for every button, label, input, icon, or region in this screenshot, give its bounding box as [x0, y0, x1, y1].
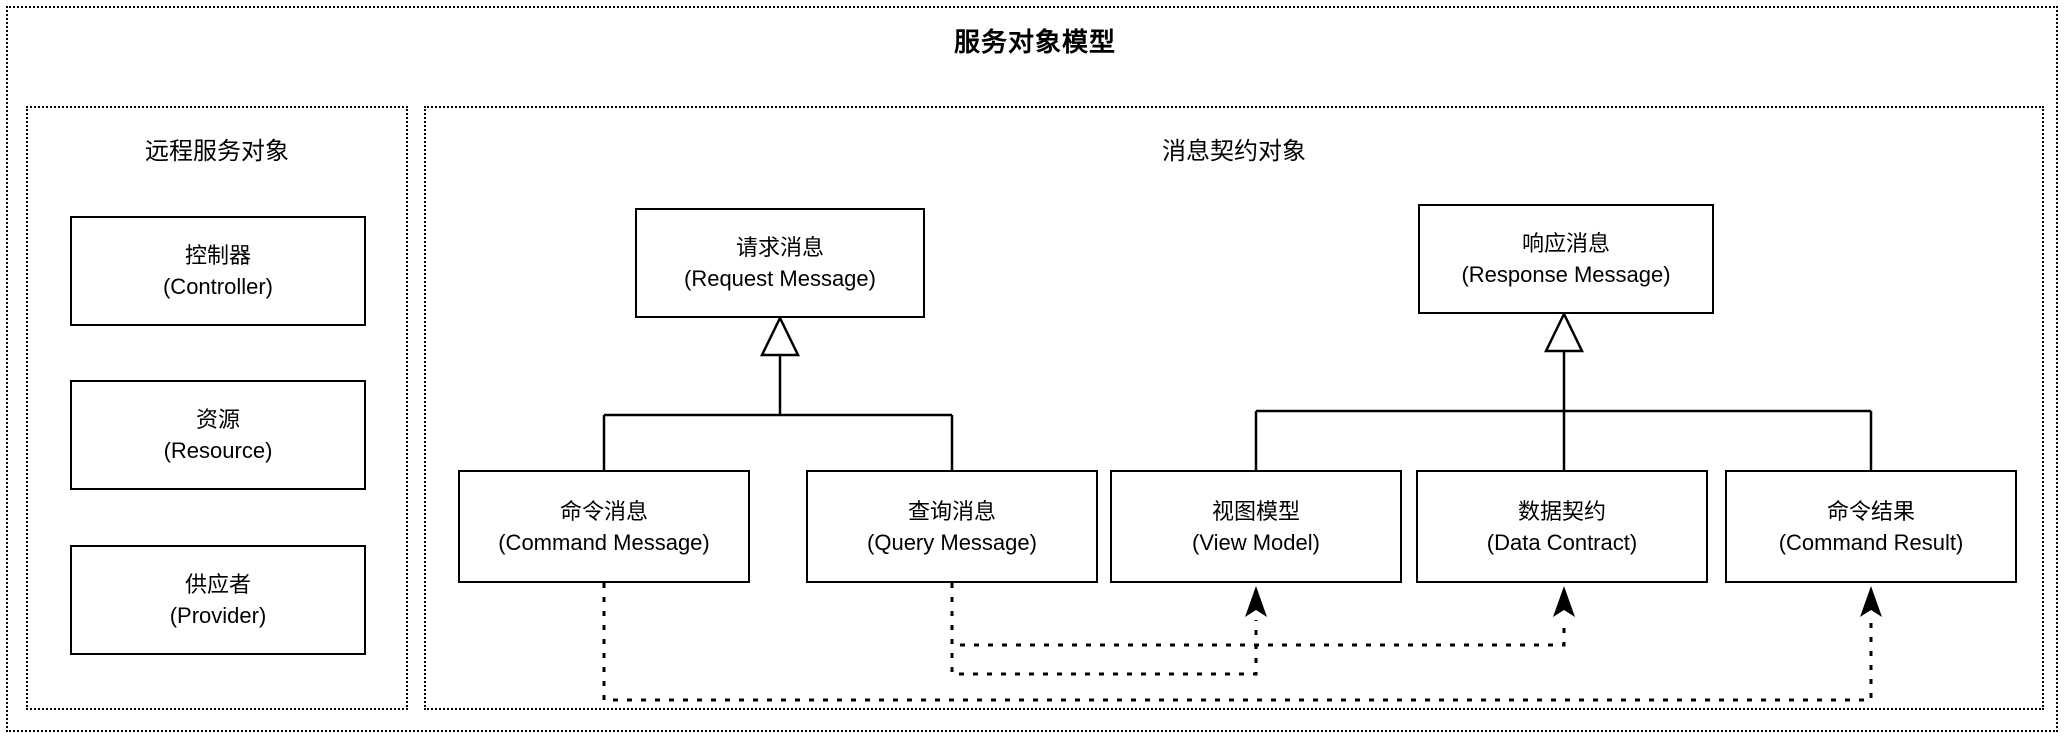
node-data-contract-en: (Data Contract)	[1486, 529, 1638, 555]
node-response-message-cn: 响应消息	[1521, 231, 1610, 256]
node-provider-en: (Provider)	[169, 603, 267, 628]
node-controller-en: (Controller)	[162, 274, 274, 299]
group-title-remote-service-objects: 远程服务对象	[145, 138, 289, 165]
node-response-message-en: (Response Message)	[1461, 262, 1671, 287]
node-data-contract-cn: 数据契约	[1517, 498, 1606, 524]
node-command-message[interactable]: 命令消息 (Command Message)	[458, 470, 750, 583]
node-response-message[interactable]: 响应消息 (Response Message)	[1418, 204, 1714, 314]
node-command-result-cn: 命令结果	[1826, 498, 1915, 524]
node-resource-cn: 资源	[195, 407, 240, 432]
node-controller[interactable]: 控制器 (Controller)	[70, 216, 366, 326]
node-resource[interactable]: 资源 (Resource)	[70, 380, 366, 490]
node-command-message-en: (Command Message)	[498, 529, 710, 555]
node-provider[interactable]: 供应者 (Provider)	[70, 545, 366, 655]
group-title-message-contract-objects: 消息契约对象	[1162, 138, 1306, 165]
node-command-result-en: (Command Result)	[1778, 529, 1964, 555]
node-resource-en: (Resource)	[163, 438, 273, 463]
node-command-message-cn: 命令消息	[559, 498, 648, 524]
node-controller-cn: 控制器	[184, 243, 251, 268]
node-query-message[interactable]: 查询消息 (Query Message)	[806, 470, 1098, 583]
node-request-message[interactable]: 请求消息 (Request Message)	[635, 208, 925, 318]
node-view-model-cn: 视图模型	[1211, 498, 1300, 524]
node-query-message-en: (Query Message)	[867, 529, 1037, 555]
page-title: 服务对象模型	[953, 27, 1116, 57]
node-view-model-en: (View Model)	[1192, 529, 1320, 555]
node-request-message-en: (Request Message)	[684, 266, 876, 291]
node-request-message-cn: 请求消息	[735, 235, 824, 260]
node-provider-cn: 供应者	[184, 572, 251, 597]
node-data-contract[interactable]: 数据契约 (Data Contract)	[1416, 470, 1708, 583]
group-message-contract-objects: 消息契约对象	[424, 106, 2044, 710]
node-command-result[interactable]: 命令结果 (Command Result)	[1725, 470, 2017, 583]
node-query-message-cn: 查询消息	[907, 498, 996, 524]
node-view-model[interactable]: 视图模型 (View Model)	[1110, 470, 1402, 583]
